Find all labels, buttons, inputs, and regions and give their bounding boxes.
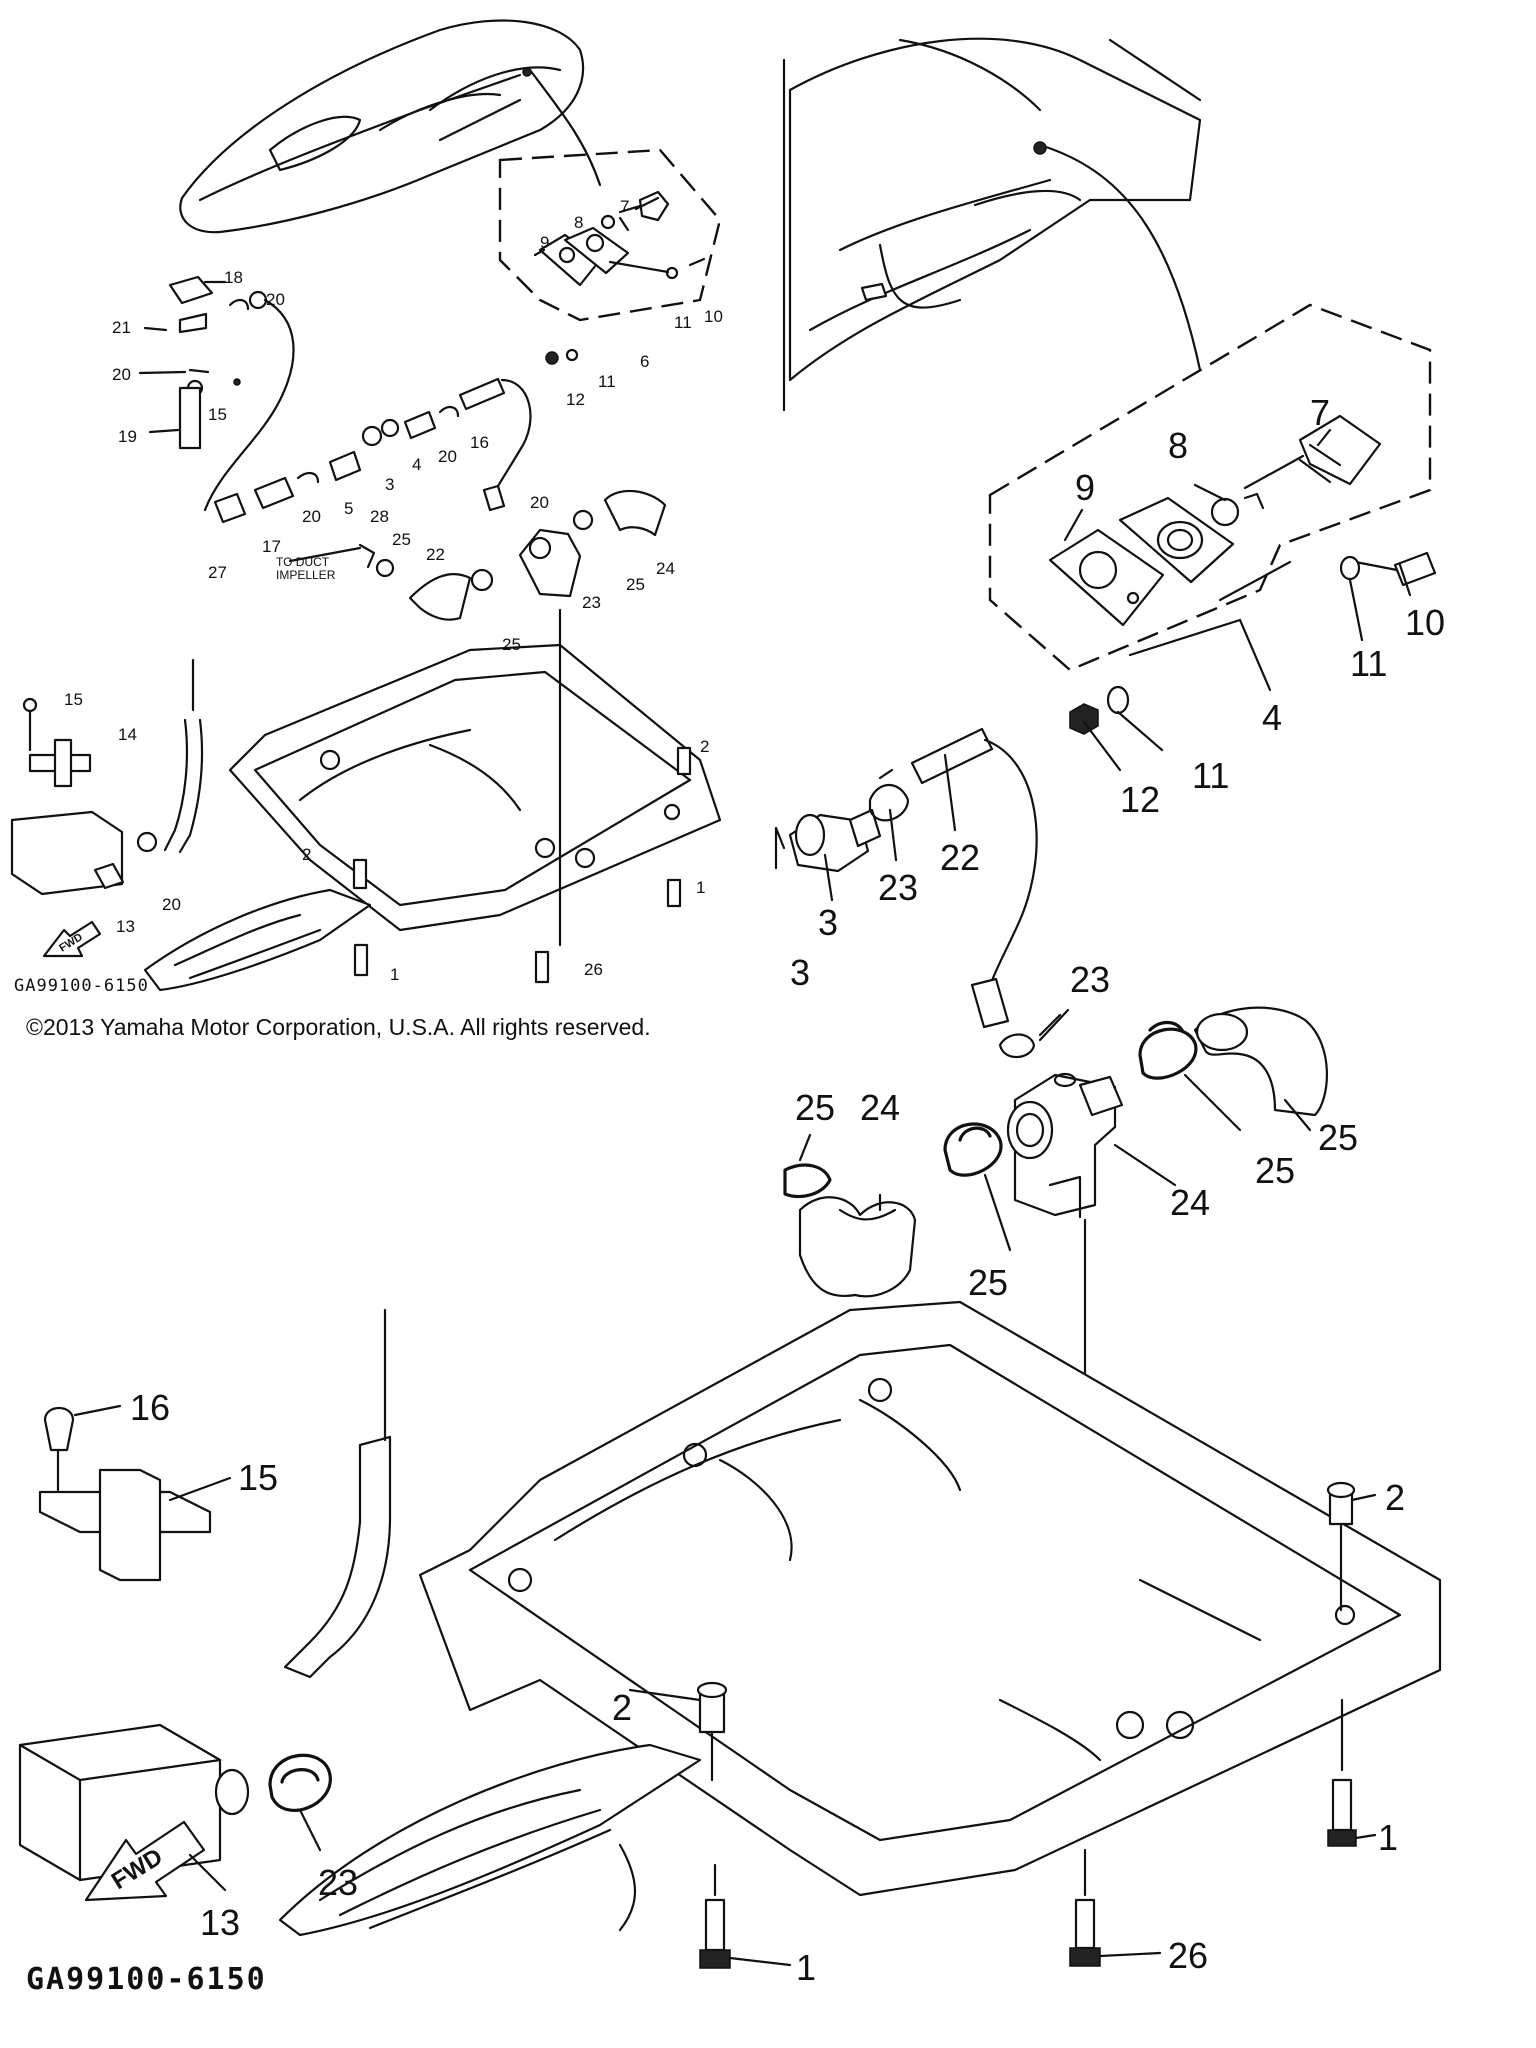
callout-overview-22: 22	[426, 545, 445, 564]
callout-overview-2a: 2	[700, 737, 709, 756]
callout-overview-15b: 15	[64, 690, 83, 709]
callout-overview-25b: 25	[626, 575, 645, 594]
callout-detail-24: 25	[1318, 1117, 1358, 1158]
callout-detail-23: 24	[1170, 1182, 1210, 1223]
callout-overview-20b: 20	[112, 365, 131, 384]
engine-bed-detail	[418, 1300, 1442, 1897]
callout-overview-8: 8	[574, 213, 583, 232]
callout-overview-9: 9	[540, 233, 549, 252]
callout-overview-20a: 20	[266, 290, 285, 309]
callout-overview-1a: 1	[696, 878, 705, 897]
callout-overview-12: 12	[566, 390, 585, 409]
callout-detail-16: 22	[940, 837, 980, 878]
callout-overview-28: 28	[370, 507, 389, 526]
callout-detail-3: 3	[790, 952, 810, 993]
callout-overview-7: 7	[620, 197, 629, 216]
group-box-overview	[498, 148, 722, 322]
callout-detail-1b: 1	[796, 1947, 816, 1988]
hull-detail	[788, 37, 1202, 382]
callout-overview-10: 10	[704, 307, 723, 326]
diagram-code-small: GA99100-6150	[14, 976, 149, 996]
callout-overview-15a: 15	[208, 405, 227, 424]
callout-overview-17: 17	[262, 537, 281, 556]
callout-overview-11b: 11	[598, 372, 616, 391]
diagram-code-large: GA99100-6150	[26, 1962, 267, 1997]
callout-overview-5: 5	[344, 499, 353, 518]
callout-detail-20a: 23	[878, 867, 918, 908]
callout-overview-23: 23	[582, 593, 601, 612]
callout-detail-12: 12	[1120, 779, 1160, 820]
callout-detail-11b: 11	[1192, 755, 1229, 796]
callout-detail-20b: 23	[1070, 959, 1110, 1000]
engine-bed-overview	[228, 643, 722, 932]
callout-overview-25c: 25	[502, 635, 521, 654]
callout-overview-14: 14	[118, 725, 137, 744]
callout-overview-13: 13	[116, 917, 135, 936]
callout-overview-20e: 20	[530, 493, 549, 512]
fwd-arrow-icon	[84, 1820, 206, 1902]
callout-detail-1a: 1	[1378, 1817, 1398, 1858]
callout-overview-1b: 1	[390, 965, 399, 984]
callout-overview-19: 19	[118, 427, 137, 446]
callout-detail-8: 8	[1168, 425, 1188, 466]
callout-overview-27: 27	[208, 563, 227, 582]
callout-overview-24: 24	[656, 559, 675, 578]
callout-overview-20c: 20	[438, 447, 457, 466]
callout-detail-7: 7	[1310, 392, 1330, 433]
to-duct-impeller-label: TO DUCT IMPELLER	[276, 556, 335, 582]
callout-detail-25b: 25	[1255, 1150, 1295, 1191]
group-box-detail	[988, 303, 1432, 672]
callout-overview-26: 26	[584, 960, 603, 979]
callout-detail-13: 13	[200, 1902, 240, 1943]
callout-overview-21: 21	[112, 318, 131, 337]
callout-detail-4: 3	[818, 902, 838, 943]
to-duct-line: TO DUCT	[276, 555, 330, 569]
callout-detail-15: 16	[130, 1387, 170, 1428]
callout-detail-25c: 25	[968, 1262, 1008, 1303]
callout-detail-26: 26	[1168, 1935, 1208, 1976]
callout-overview-16: 16	[470, 433, 489, 452]
callout-detail-20c: 23	[318, 1862, 358, 1903]
copyright-notice: ©2013 Yamaha Motor Corporation, U.S.A. A…	[26, 1014, 651, 1040]
overview-diagram: FWD 18 20 21 20 15 19 7 8 9 10 11 11 12 …	[10, 19, 723, 992]
callout-detail-6: 4	[1262, 697, 1282, 738]
callout-overview-2b: 2	[302, 845, 311, 864]
callout-detail-22: 24	[860, 1087, 900, 1128]
callout-overview-4: 4	[412, 455, 421, 474]
callout-detail-14: 15	[238, 1457, 278, 1498]
watercraft-hull	[179, 19, 602, 234]
callout-detail-10: 10	[1405, 602, 1445, 643]
callout-detail-2b: 2	[612, 1687, 632, 1728]
callout-overview-3: 3	[385, 475, 394, 494]
impeller-line: IMPELLER	[276, 568, 336, 582]
callout-overview-18: 18	[224, 268, 243, 287]
callout-detail-25a: 25	[795, 1087, 835, 1128]
callout-overview-6: 6	[640, 352, 649, 371]
callout-detail-9: 9	[1075, 467, 1095, 508]
callout-overview-11a: 11	[674, 313, 692, 332]
callout-detail-2a: 2	[1385, 1477, 1405, 1518]
callout-overview-25a: 25	[392, 530, 411, 549]
callout-overview-20d: 20	[302, 507, 321, 526]
detail-diagram: FWD 9 8 7 10 11 4 11	[18, 37, 1445, 1988]
callout-detail-11a: 11	[1350, 643, 1387, 684]
callout-overview-20f: 20	[162, 895, 181, 914]
